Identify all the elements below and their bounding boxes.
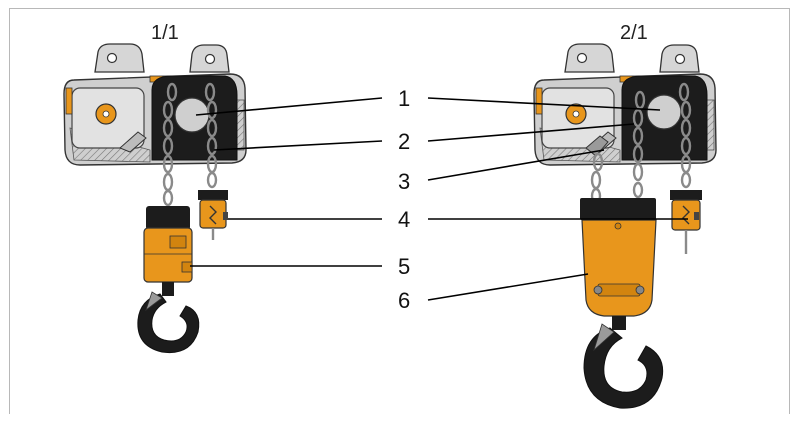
callout-5: 5 <box>398 254 410 279</box>
callout-3: 3 <box>398 169 410 194</box>
chain-end-stop-left <box>198 190 228 240</box>
slack-chain-right <box>678 82 692 189</box>
slack-chain-left <box>204 82 218 189</box>
leader-2-left <box>213 140 383 151</box>
hook-right <box>583 316 664 409</box>
bottom-block-left <box>143 206 193 283</box>
bottom-block-right <box>580 198 657 317</box>
load-chain-left <box>162 82 178 207</box>
callout-6: 6 <box>398 288 410 313</box>
hook-left <box>137 282 200 354</box>
suspension-lugs-right <box>564 43 700 73</box>
load-chain-right-b <box>632 90 646 199</box>
callout-2: 2 <box>398 129 410 154</box>
leader-3 <box>427 149 605 181</box>
config-label-single: 1/1 <box>151 22 179 44</box>
callout-labels: 1 2 3 4 5 6 <box>398 86 410 313</box>
hoist-single-fall <box>63 43 247 354</box>
leader-2-right <box>427 123 635 142</box>
config-label-double: 2/1 <box>620 22 648 44</box>
chain-end-stop-right <box>670 190 702 254</box>
leader-6 <box>427 273 589 301</box>
diagram-frame <box>9 8 790 414</box>
chain-anchor <box>585 135 609 157</box>
callout-4: 4 <box>398 207 410 232</box>
suspension-lugs <box>94 43 230 73</box>
callout-1: 1 <box>398 86 410 111</box>
chain-wheel-housing <box>151 75 238 161</box>
leader-1-right <box>427 97 661 111</box>
hoist-double-fall <box>533 43 717 409</box>
load-chain-right-a <box>590 152 604 205</box>
leader-lines <box>190 97 688 301</box>
leader-1-left <box>195 97 383 116</box>
